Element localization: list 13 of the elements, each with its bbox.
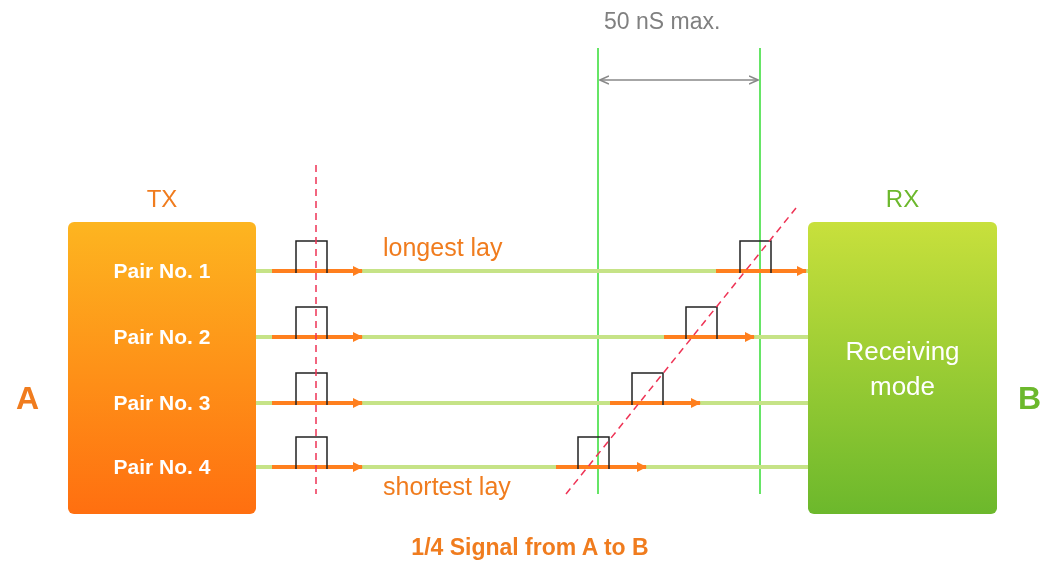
wire-label: shortest lay [383,472,511,501]
pair-label: Pair No. 3 [68,389,256,417]
pair-label: Pair No. 4 [68,453,256,481]
end-label: B [1018,380,1042,417]
pair-label: Pair No. 2 [68,323,256,351]
box-text: Receiving mode [844,335,961,404]
box-heading: RX [884,185,921,213]
dimension-label: 50 nS max. [604,8,721,35]
end-label: A [16,380,40,417]
wire-label: longest lay [383,233,503,262]
box-heading: TX [145,185,179,213]
pair-label: Pair No. 1 [68,257,256,285]
caption: 1/4 Signal from A to B [410,534,650,561]
